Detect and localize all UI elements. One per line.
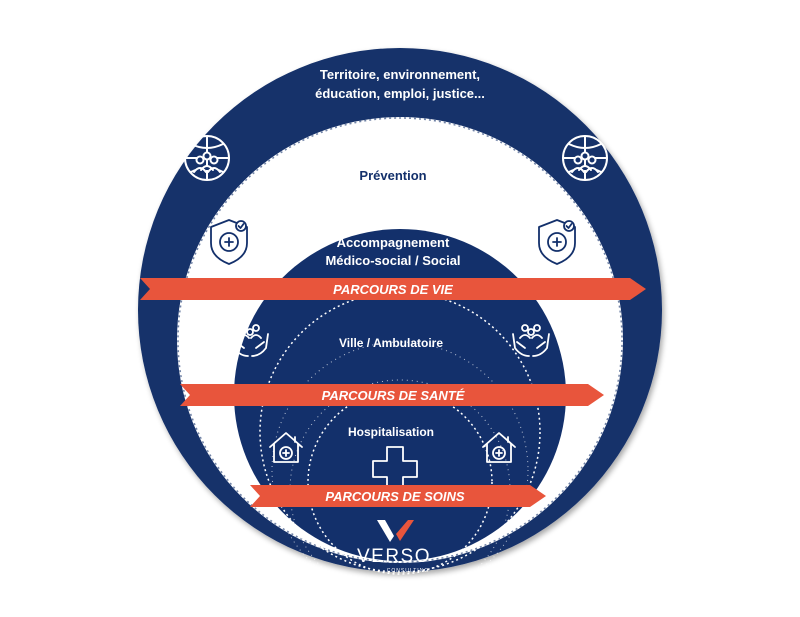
hospitalisation-label: Hospitalisation <box>348 425 434 439</box>
outer-label-line1: Territoire, environnement, <box>320 67 480 82</box>
parcours-de-soins-label: PARCOURS DE SOINS <box>325 489 464 504</box>
globe-people-icon <box>562 135 608 181</box>
ville-ring <box>259 291 541 573</box>
accompagnement-label-line1: Accompagnement <box>337 235 450 250</box>
shield-cross-icon <box>538 219 576 265</box>
logo-mark-left <box>377 520 394 542</box>
house-medical-icon <box>482 432 516 463</box>
logo-wordmark: VERSO <box>357 546 431 567</box>
hands-people-icon <box>231 324 269 357</box>
prevention-label: Prévention <box>359 168 426 183</box>
parcours-de-vie-arrow: PARCOURS DE VIE <box>140 278 646 300</box>
logo-tagline: CONSULTING <box>387 568 429 574</box>
hands-people-icon <box>512 324 550 357</box>
house-medical-icon <box>269 432 303 463</box>
parcours-de-vie-label: PARCOURS DE VIE <box>333 282 453 297</box>
parcours-de-sante-arrow: PARCOURS DE SANTÉ <box>180 384 604 406</box>
globe-people-icon <box>184 135 230 181</box>
parcours-de-soins-arrow: PARCOURS DE SOINS <box>250 485 546 507</box>
accompagnement-label-line2: Médico-social / Social <box>325 253 460 268</box>
ville-label: Ville / Ambulatoire <box>339 336 443 350</box>
shield-cross-icon <box>210 219 248 265</box>
outer-label-line2: éducation, emploi, justice... <box>315 86 485 101</box>
verso-logo: VERSO CONSULTING <box>357 520 431 574</box>
parcours-de-sante-label: PARCOURS DE SANTÉ <box>322 388 465 403</box>
hospital-ring <box>307 389 493 575</box>
logo-mark-right <box>396 520 414 541</box>
